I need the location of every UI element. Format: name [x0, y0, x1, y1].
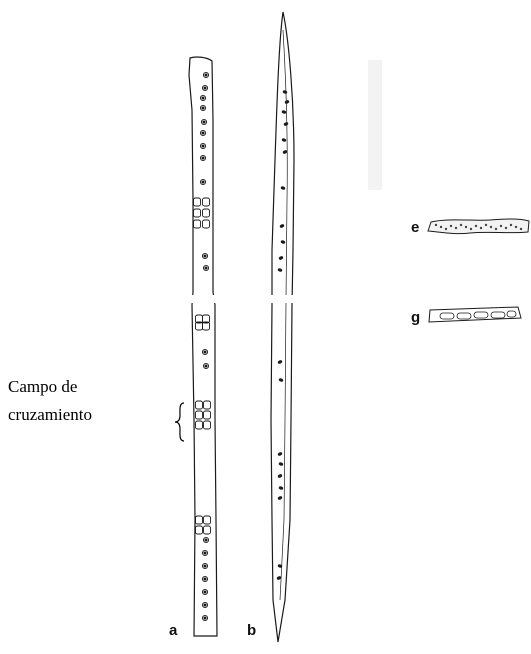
cross-field-pit [196, 401, 203, 409]
bordered-pit-aperture [204, 578, 206, 580]
panel-label-a: a [169, 622, 177, 639]
section-e-dot [510, 224, 512, 226]
tracheid-b-pit [277, 496, 283, 501]
cross-field-pit [196, 526, 203, 534]
cross-field-pit [196, 411, 203, 419]
bordered-pit-aperture [205, 267, 207, 269]
tracheid-b-pit [282, 90, 287, 95]
cross-field-pit [203, 220, 210, 228]
tracheid-b-pit [278, 256, 284, 261]
bordered-pit-aperture [204, 552, 206, 554]
annotation-line-1: Campo de [8, 376, 77, 397]
section-e-dot [485, 224, 487, 226]
tracheid-b-inner-wall [280, 30, 287, 600]
section-e [428, 219, 529, 234]
section-e-dot [445, 228, 447, 230]
cross-field-pit [194, 198, 201, 206]
tracheid-b-pits [276, 90, 290, 581]
section-e-dot [505, 227, 507, 229]
cross-field-pit [194, 220, 201, 228]
section-e-dot [500, 225, 502, 227]
bordered-pit-aperture [202, 157, 204, 159]
cross-field-pit [196, 516, 203, 524]
section-e-dot [470, 228, 472, 230]
bordered-pit-aperture [204, 565, 206, 567]
section-e-dot [465, 226, 467, 228]
section-e-dot [495, 228, 497, 230]
bordered-pit-aperture [205, 74, 207, 76]
bordered-pit-aperture [205, 539, 207, 541]
cross-field-pit [194, 209, 201, 217]
cross-field-pit [196, 421, 203, 429]
section-e-outline [428, 219, 529, 234]
panel-label-g: g [411, 309, 420, 326]
bordered-pit-aperture [203, 121, 205, 123]
bordered-pit-aperture [202, 97, 204, 99]
tracheid-b-pit [278, 486, 283, 491]
background-shading [368, 60, 382, 190]
tracheid-b-pit [277, 452, 283, 457]
section-e-dot [440, 226, 442, 228]
section-g [429, 307, 521, 322]
bordered-pit-aperture [204, 255, 206, 257]
tracheid-b [265, 12, 300, 642]
section-e-dot [460, 224, 462, 226]
tracheid-b-pit [277, 268, 282, 273]
bordered-pit-aperture [204, 604, 206, 606]
bordered-pit-aperture [204, 351, 206, 353]
panel-label-b: b [247, 622, 256, 639]
section-e-dot [435, 224, 437, 226]
cross-field-pit [204, 401, 211, 409]
annotation-line-2: cruzamiento [8, 404, 92, 425]
section-e-dot [490, 226, 492, 228]
tracheid-b-pit [279, 224, 285, 229]
cross-field-pit [204, 421, 211, 429]
section-e-dot [480, 227, 482, 229]
panel-label-e: e [411, 219, 419, 236]
cross-field-brace [175, 403, 184, 441]
tracheid-b-pit [278, 378, 283, 383]
tracheid-b-pit [284, 100, 290, 105]
cross-field-pit [203, 198, 210, 206]
cross-field-pit [204, 516, 211, 524]
tracheid-b-pit [280, 186, 285, 191]
section-e-dot [515, 226, 517, 228]
bordered-pit-aperture [202, 181, 204, 183]
bordered-pit-aperture [202, 107, 204, 109]
tracheid-b-pit [281, 138, 286, 143]
section-e-dot [520, 228, 522, 230]
bordered-pit-aperture [202, 145, 204, 147]
section-e-dot [450, 225, 452, 227]
tracheid-b-pit [283, 122, 289, 127]
tracheid-b-pit [278, 462, 283, 467]
section-e-dot [475, 225, 477, 227]
bordered-pit-aperture [204, 617, 206, 619]
cross-field-pit [204, 526, 211, 534]
section-e-dot [455, 227, 457, 229]
bordered-pit-aperture [204, 87, 206, 89]
cross-field-pit [203, 209, 210, 217]
tracheid-b-pit [281, 110, 286, 115]
cross-field-pit [204, 411, 211, 419]
tracheid-b-pit [280, 240, 285, 245]
tracheid-a-pits [200, 72, 208, 620]
bordered-pit-aperture [204, 591, 206, 593]
bordered-pit-aperture [202, 132, 204, 134]
bordered-pit-aperture [205, 365, 207, 367]
tracheid-b-pit [277, 474, 283, 479]
tracheid-b-pit [277, 360, 283, 365]
